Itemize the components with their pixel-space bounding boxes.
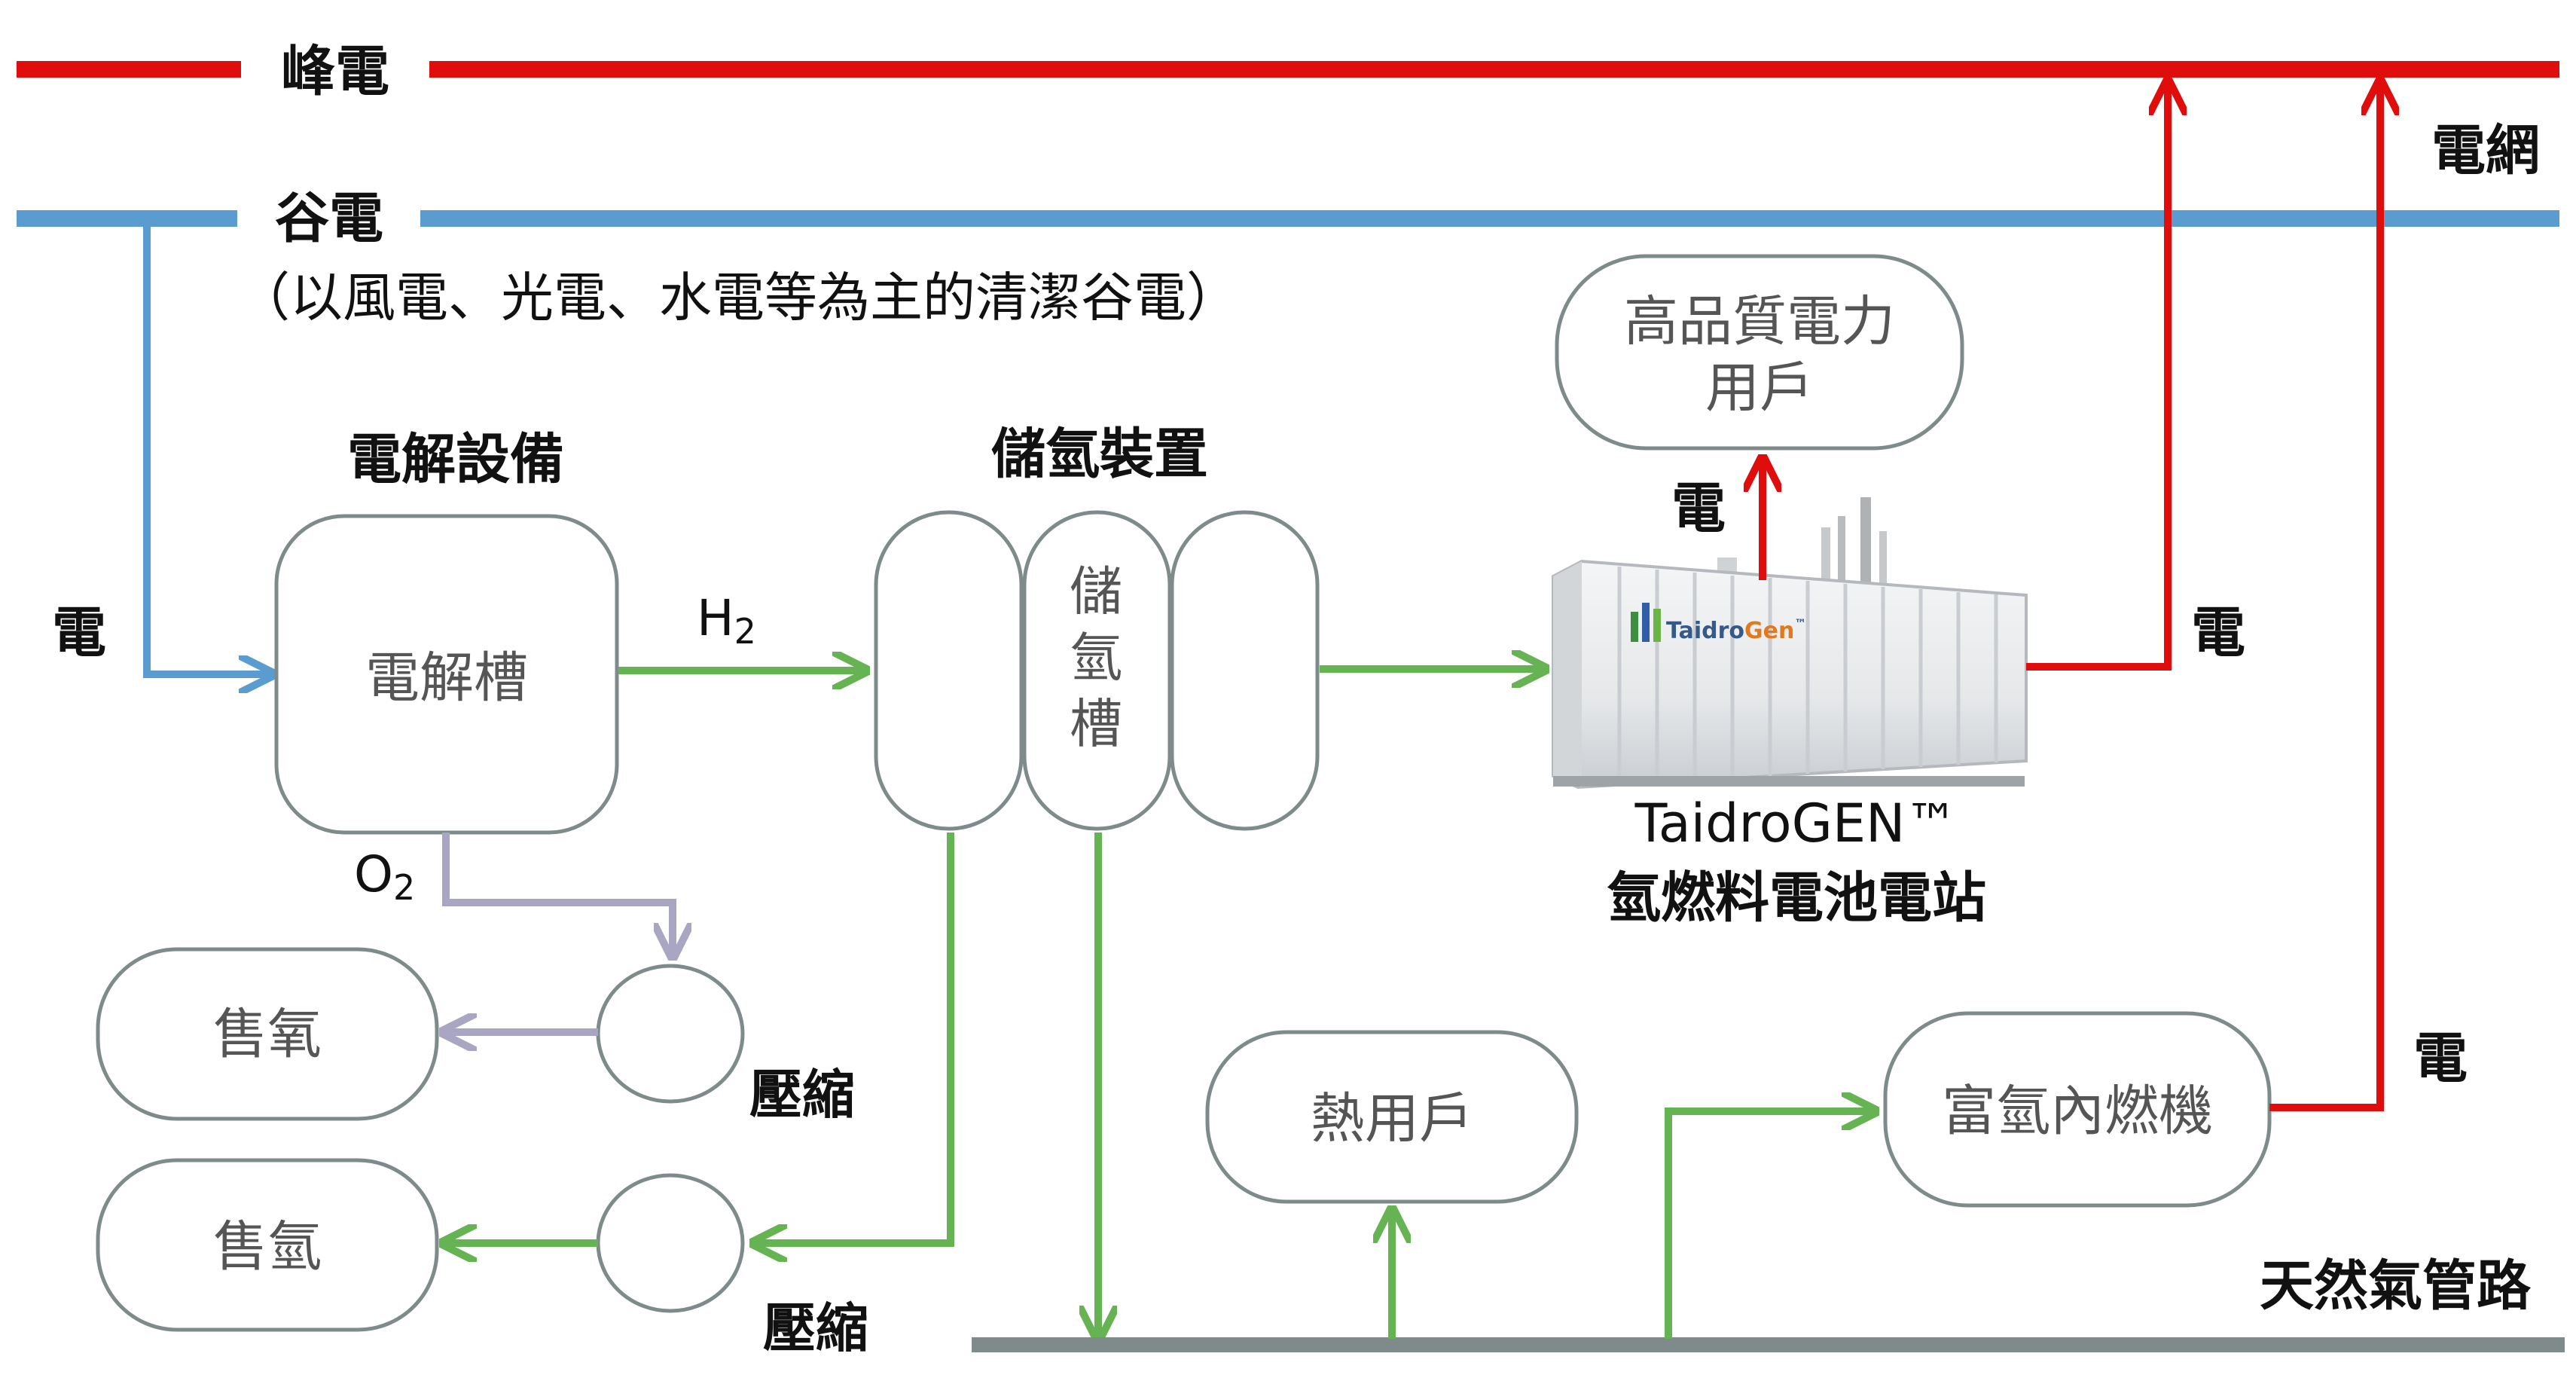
sell-oxygen-label: 售氧 [213, 1003, 322, 1066]
high-quality-user-line-2: 用戶 [1705, 356, 1814, 420]
fuel-cell-station-image [1552, 497, 2028, 790]
heat-user-box [1205, 1030, 1579, 1204]
o2-to-compressor-arrow [442, 833, 673, 957]
station-name-line-1: TaidroGEN™ [1634, 793, 1958, 854]
valley-power-label: 谷電 [275, 187, 383, 250]
station-right-label: 電 [2191, 601, 2245, 664]
engine-to-grid-arrow [2269, 81, 2380, 1111]
storage-tank-right [1170, 510, 1320, 831]
valley-to-electrolyzer-arrow [143, 218, 273, 674]
gas-pipeline-label: 天然氣管路 [2260, 1254, 2532, 1318]
sell-hydrogen-box [96, 1158, 439, 1332]
high-quality-user-box [1555, 254, 1964, 451]
storage-tank-label-1: 儲 [1070, 561, 1122, 622]
peak-power-label: 峰電 [281, 40, 389, 103]
storage-tank-middle [1022, 510, 1172, 831]
sell-hydrogen-label: 售氫 [213, 1215, 322, 1279]
sell-oxygen-box [96, 947, 439, 1121]
valley-power-note: （以風電、光電、水電等為主的清潔谷電） [237, 267, 1239, 328]
electrolyzer-label: 電解槽 [365, 646, 528, 710]
station-logo-text: TaidroGen™ [1666, 616, 1806, 644]
engine-out-label: 電 [2413, 1027, 2468, 1090]
high-quality-user-line-1: 高品質電力 [1624, 290, 1895, 353]
storage-tank-label-2: 氫 [1070, 627, 1122, 689]
h2-compressor [596, 1173, 745, 1313]
o2-compressor-label: 壓縮 [749, 1064, 855, 1126]
electrolyzer-input-label: 電 [52, 601, 106, 664]
storage-title: 儲氫裝置 [991, 423, 1208, 486]
h2-label: H2 [697, 589, 756, 651]
station-to-grid-arrow [2026, 81, 2168, 671]
pipeline-to-engine-arrow [1665, 1111, 1876, 1339]
station-up-label: 電 [1671, 477, 1726, 540]
o2-label: O2 [354, 845, 415, 907]
electrolysis-title: 電解設備 [347, 428, 564, 491]
grid-label: 電網 [2431, 119, 2540, 182]
taidrogen-logo-icon [1631, 612, 1638, 642]
h2-compressor-label: 壓縮 [763, 1297, 868, 1359]
storage-tank-left [874, 510, 1024, 831]
o2-compressor [596, 964, 745, 1104]
hydrogen-engine-label: 富氫內燃機 [1942, 1080, 2213, 1143]
storage-tank-label-3: 槽 [1070, 693, 1122, 755]
storage-to-h2-compressor-arrow [753, 833, 954, 1243]
heat-user-label: 熱用戶 [1311, 1087, 1473, 1150]
station-name-line-2: 氫燃料電池電站 [1607, 866, 1986, 930]
